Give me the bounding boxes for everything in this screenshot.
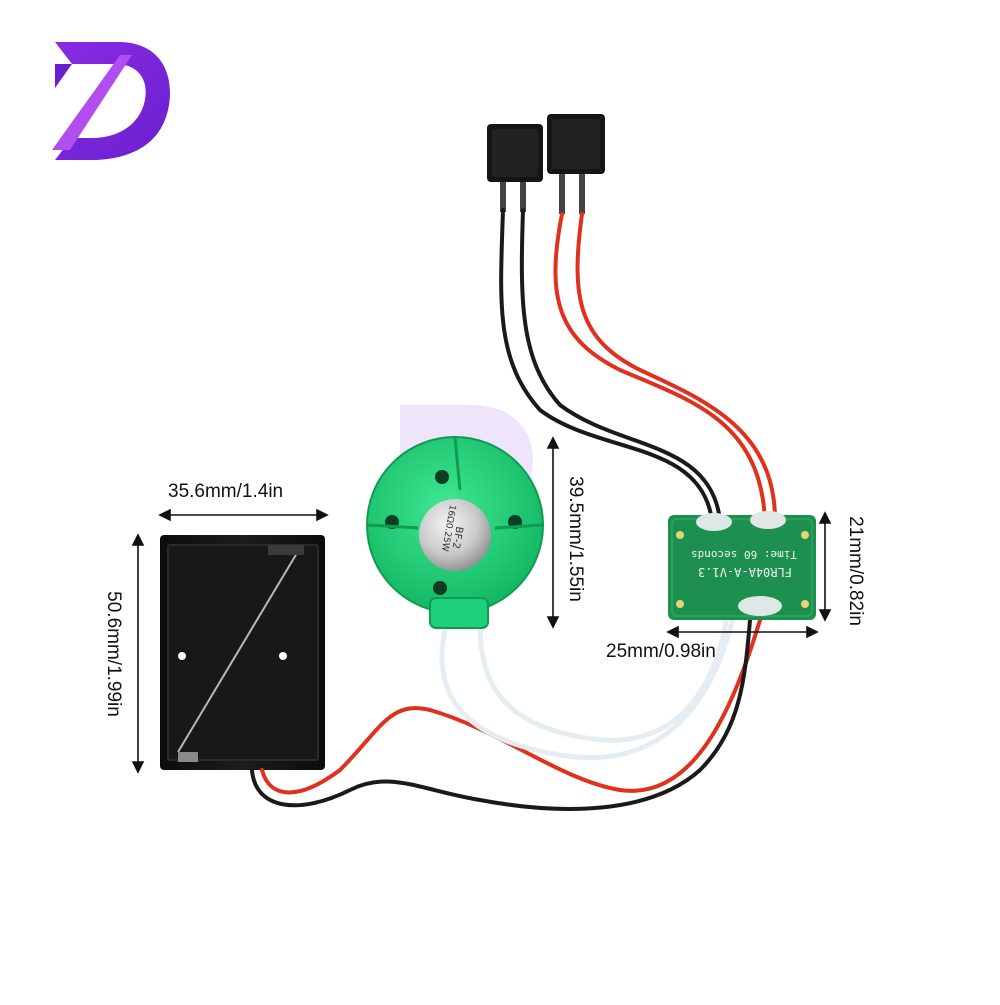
board-height-label: 21mm/0.82in <box>845 516 866 626</box>
board-time-label: Time: 60 seconds <box>691 548 797 561</box>
stylized-d-logo-icon <box>52 42 171 160</box>
board-model-label: FLR04A-A-V1.3 <box>698 565 792 579</box>
battery-width-label: 35.6mm/1.4in <box>168 481 284 502</box>
battery-height-label: 50.6mm/1.99in <box>103 591 124 717</box>
speaker <box>366 436 544 629</box>
board-width-label: 25mm/0.98in <box>606 641 716 662</box>
speaker-diameter-label: 39.5mm/1.55in <box>565 476 586 602</box>
switch-wires <box>499 208 777 522</box>
switch-module-right <box>547 114 605 214</box>
dimension-arrows <box>131 436 832 774</box>
speaker-wires <box>439 607 738 761</box>
battery-holder <box>160 535 325 770</box>
switch-module-left <box>487 124 543 212</box>
sound-board <box>668 511 816 620</box>
